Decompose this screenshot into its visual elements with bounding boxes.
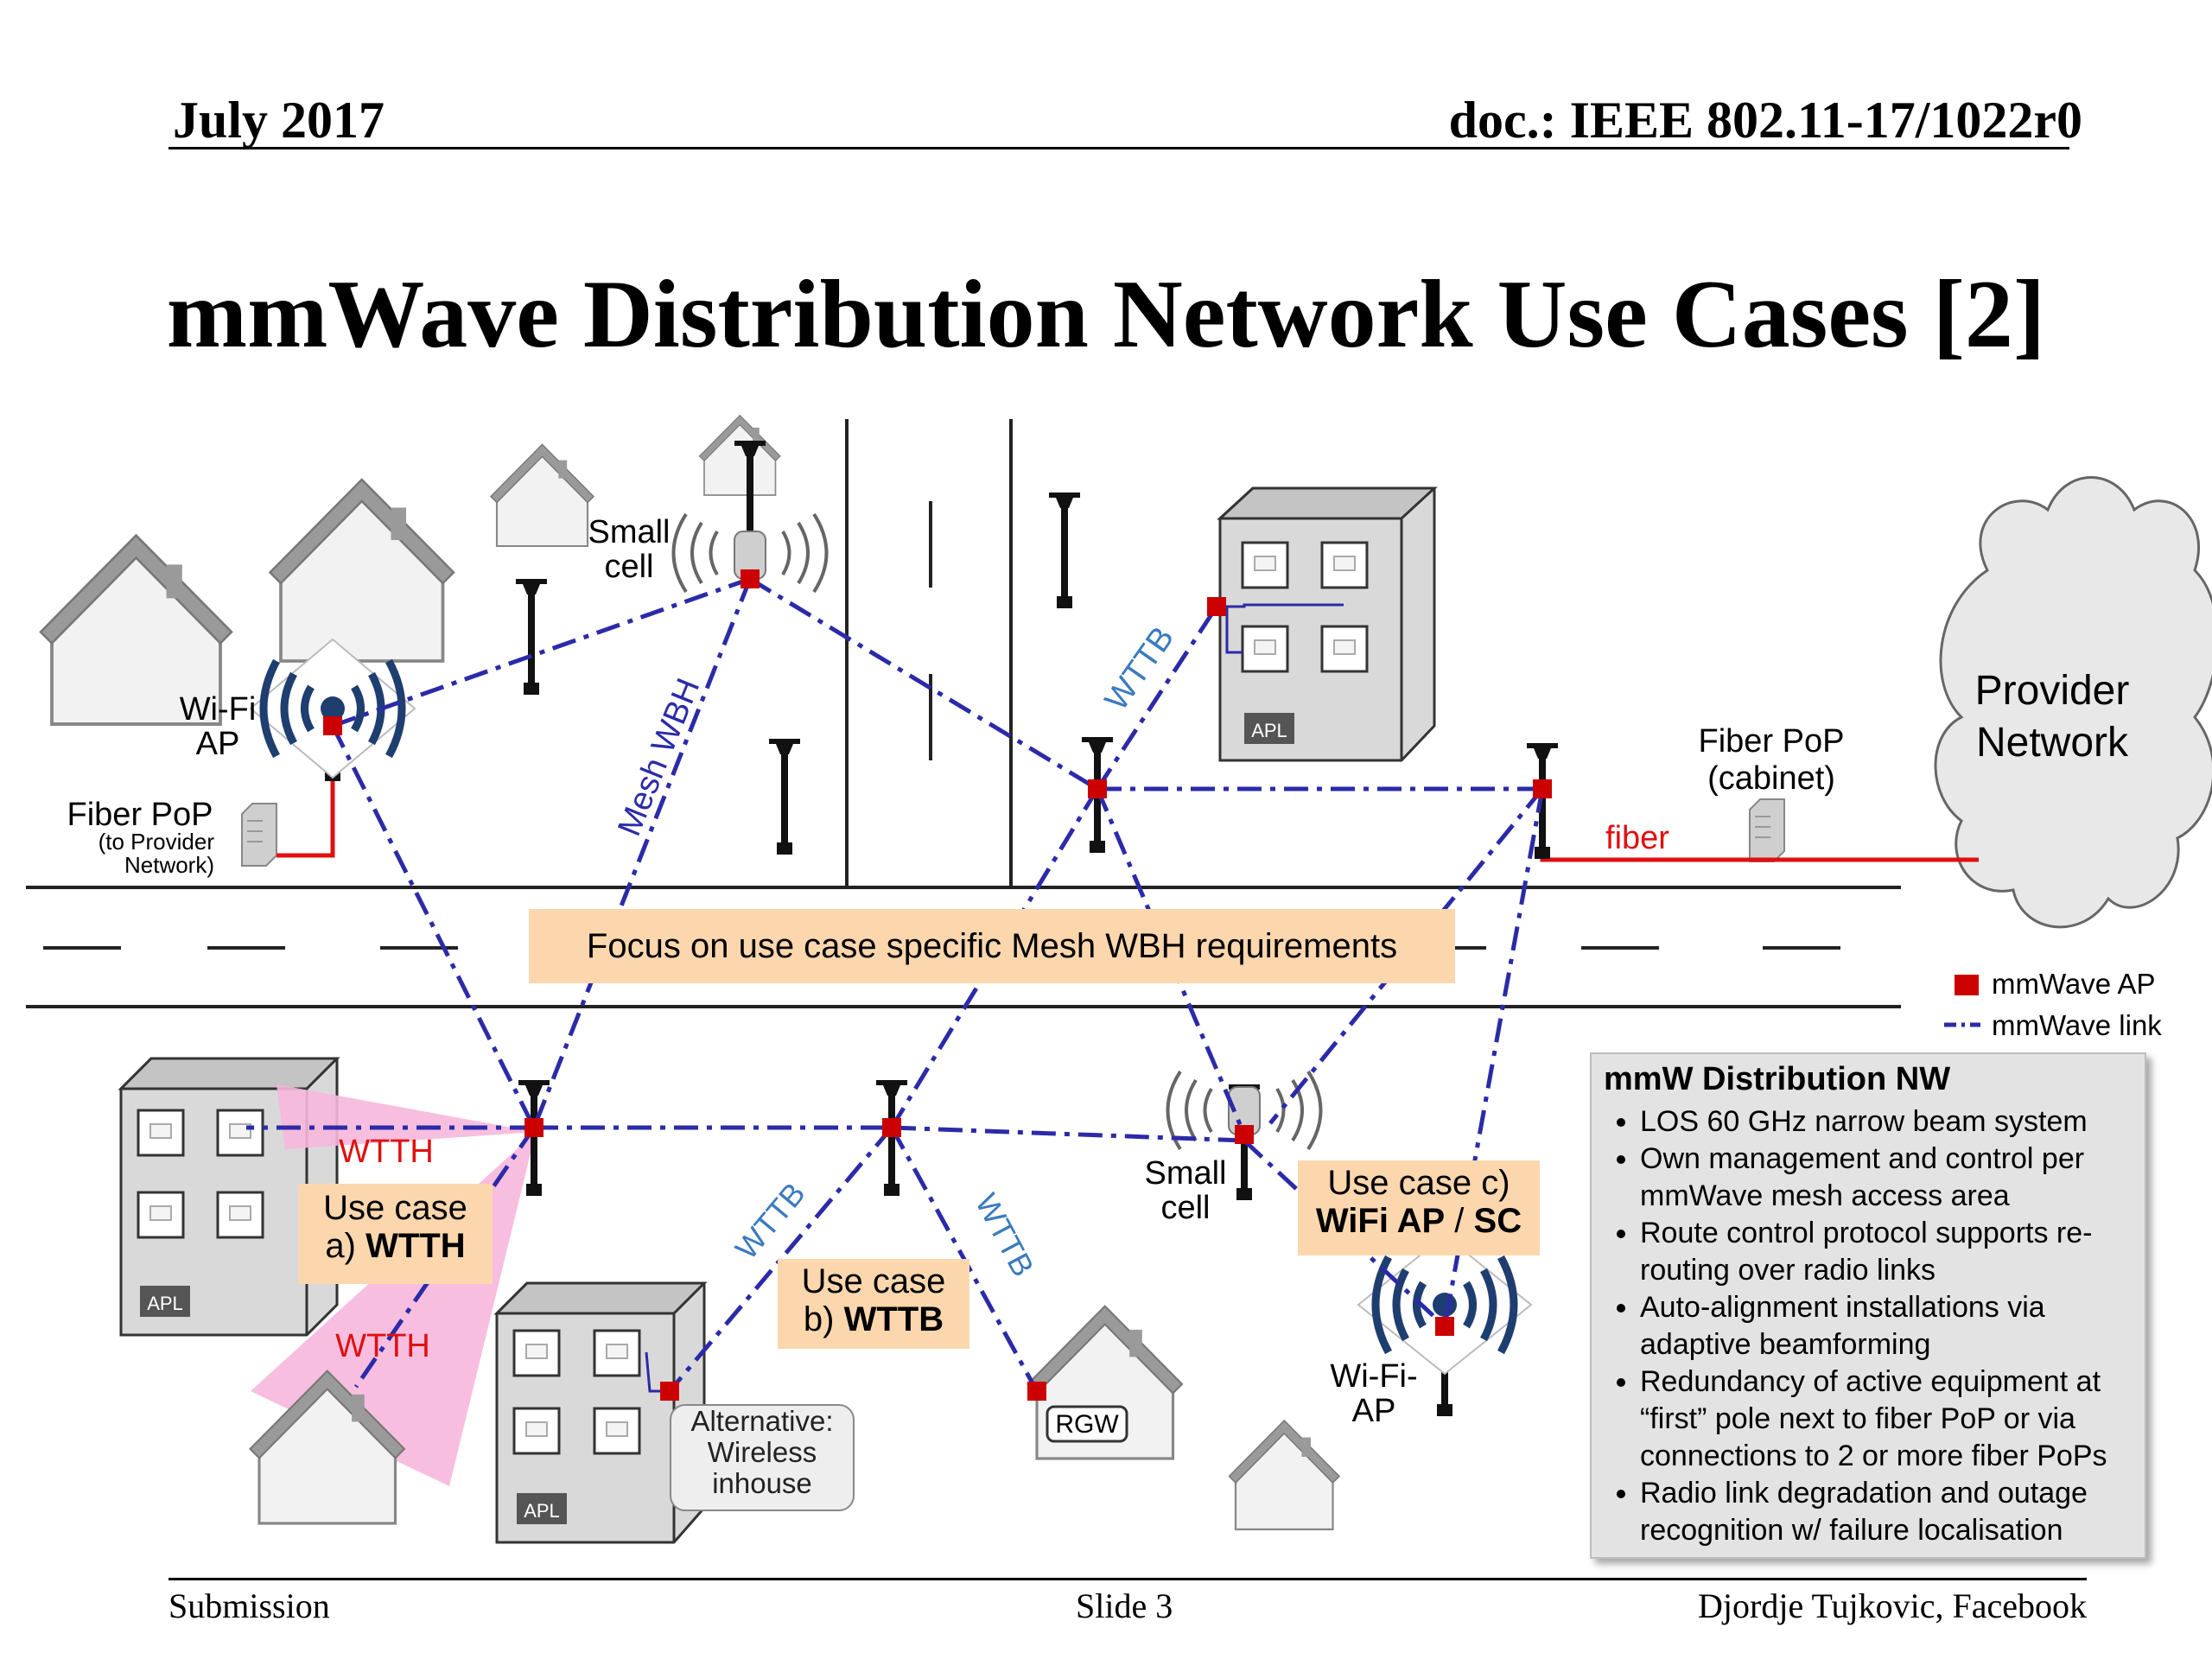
- wifi-ap-bottom-label-1: Wi-Fi-: [1330, 1358, 1417, 1395]
- wttb-mid-label-2: WTTB: [969, 1188, 1041, 1282]
- info-item: Route control protocol supports re-routi…: [1640, 1215, 2138, 1289]
- wifi-ap-top-label-2: AP: [196, 726, 240, 762]
- use-case-b-line1: Use case: [801, 1262, 946, 1300]
- apl-label-left: APL: [147, 1293, 183, 1314]
- use-case-b-letter: b): [803, 1300, 844, 1338]
- house-icon: [698, 414, 781, 496]
- footer-rule: [168, 1578, 2087, 1580]
- wifi-ap-bottom-label-2: AP: [1352, 1393, 1396, 1429]
- fiber-pop-right-label-1: Fiber PoP: [1699, 723, 1845, 760]
- wifi-ap-top-icon: [249, 638, 416, 779]
- alt-line-3: inhouse: [712, 1467, 812, 1499]
- use-case-a-line2: a) WTTH: [298, 1227, 493, 1265]
- fiber-pop-left-icon: [241, 803, 277, 867]
- house-icon: [489, 443, 595, 548]
- legend-link-label: mmWave link: [1992, 1009, 2162, 1041]
- info-list: LOS 60 GHz narrow beam system Own manage…: [1592, 1103, 2145, 1549]
- use-case-c-sc: SC: [1473, 1202, 1522, 1240]
- provider-label-1: Provider: [1975, 668, 2130, 714]
- wifi-ap-top-label-1: Wi-Fi: [180, 691, 257, 728]
- house-icon: [268, 478, 455, 663]
- mesh-wbh-label: Mesh WBH: [611, 673, 707, 841]
- apartment-building-mid-icon: APL: [493, 1281, 708, 1544]
- house-icon: [1228, 1419, 1341, 1531]
- footer-author: Djordje Tujkovic, Facebook: [1698, 1586, 2087, 1625]
- use-case-a-type: WTTH: [365, 1227, 466, 1265]
- wifi-ap-bottom-icon: [1357, 1234, 1533, 1376]
- provider-network-cloud-icon: [1934, 476, 2212, 929]
- info-item: Radio link degradation and outage recogn…: [1640, 1475, 2138, 1549]
- wtth-label-2: WTTH: [335, 1328, 430, 1364]
- use-case-c-box: Use case c) WiFi AP / SC: [1298, 1160, 1540, 1255]
- alternative-wireless-inhouse-callout: Alternative: Wireless inhouse: [670, 1404, 855, 1511]
- info-item: Own management and control per mmWave me…: [1640, 1141, 2138, 1215]
- footer-slide-number: Slide 3: [1076, 1586, 1173, 1625]
- fiber-pop-left-sub-1: (to Provider: [99, 829, 215, 855]
- page-title: mmWave Distribution Network Use Cases [2…: [166, 261, 2046, 368]
- apl-label: APL: [1251, 720, 1287, 741]
- wttb-mid-label-1: WTTB: [728, 1176, 812, 1266]
- info-item: LOS 60 GHz narrow beam system: [1640, 1103, 2138, 1141]
- fiber-pop-right-icon: [1749, 798, 1785, 862]
- use-case-a-letter: a): [325, 1227, 366, 1265]
- use-case-c-line2: WiFi AP / SC: [1298, 1202, 1540, 1240]
- provider-label-2: Network: [1976, 720, 2129, 766]
- focus-banner: Focus on use case specific Mesh WBH requ…: [529, 909, 1455, 983]
- legend-ap-label: mmWave AP: [1992, 968, 2155, 1000]
- use-case-b-type: WTTB: [843, 1300, 944, 1338]
- rgw-box: [1046, 1405, 1128, 1443]
- info-item: Auto-alignment installations via adaptiv…: [1640, 1289, 2138, 1363]
- info-item: Redundancy of active equipment at “first…: [1640, 1363, 2138, 1475]
- footer-submission: Submission: [168, 1586, 330, 1625]
- use-case-c-line1: Use case c): [1327, 1164, 1510, 1202]
- wtth-label-1: WTTH: [339, 1134, 434, 1170]
- use-case-c-wifi: WiFi AP: [1315, 1202, 1446, 1240]
- use-case-b-line2: b) WTTB: [778, 1300, 969, 1338]
- legend-ap-marker: [1955, 975, 1979, 995]
- wtth-beam-top: [276, 1084, 536, 1149]
- fiber-pop-right-label-2: (cabinet): [1707, 760, 1835, 797]
- apartment-building-top-icon: APL: [1217, 486, 1438, 762]
- small-cell-top-label-1: Small: [588, 514, 670, 550]
- use-case-b-box: Use case b) WTTB: [778, 1259, 969, 1349]
- header-rule: [168, 147, 2069, 149]
- header-date: July 2017: [173, 92, 385, 149]
- info-box: mmW Distribution NW LOS 60 GHz narrow be…: [1590, 1052, 2146, 1559]
- alt-line-2: Wireless: [707, 1436, 817, 1468]
- wttb-top-label: WTTB: [1098, 620, 1181, 717]
- use-case-c-sep: /: [1445, 1202, 1474, 1240]
- fiber-label: fiber: [1605, 820, 1669, 856]
- small-cell-bottom-label-2: cell: [1160, 1190, 1210, 1226]
- small-cell-bottom-label-1: Small: [1144, 1155, 1226, 1192]
- use-case-a-line1: Use case: [323, 1189, 467, 1227]
- use-case-a-box: Use case a) WTTH: [298, 1184, 493, 1284]
- apl-label-mid: APL: [524, 1500, 560, 1522]
- fiber-pop-left-sub-2: Network): [124, 852, 214, 878]
- fiber-pop-left-label: Fiber PoP: [67, 797, 213, 833]
- rgw-label: RGW: [1055, 1410, 1119, 1439]
- pole-icon: [516, 579, 547, 695]
- info-title: mmW Distribution NW: [1604, 1061, 1951, 1097]
- alt-line-1: Alternative:: [690, 1405, 834, 1437]
- small-cell-top-label-2: cell: [604, 549, 653, 585]
- pole-icon: [1049, 493, 1080, 608]
- pole-icon: [769, 739, 800, 855]
- mmwave-ap-markers: [323, 569, 1552, 1401]
- header-doc: doc.: IEEE 802.11-17/1022r0: [1448, 92, 2082, 149]
- small-cell-waves-icon: [671, 512, 1323, 1151]
